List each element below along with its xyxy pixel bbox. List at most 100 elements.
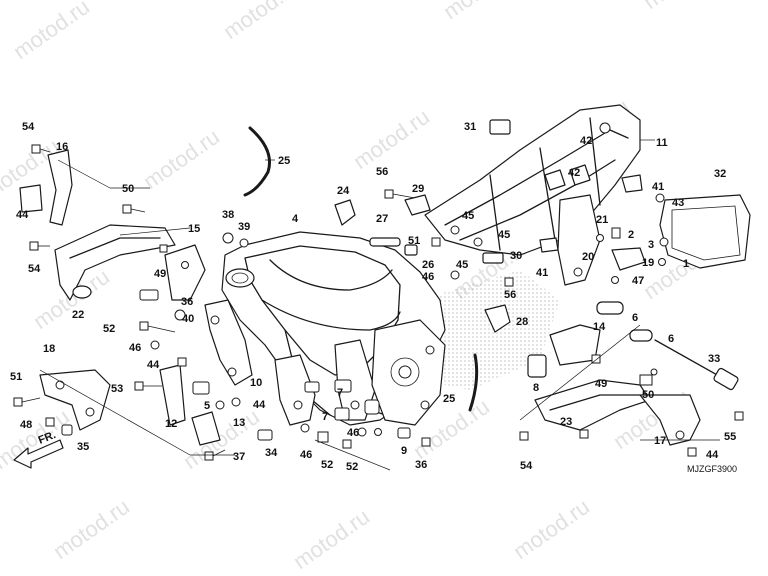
right-footrest-bracket-drawing <box>527 301 739 446</box>
part-label: 21 <box>596 214 608 226</box>
part-label: 23 <box>560 416 572 428</box>
part-label: 33 <box>708 353 720 365</box>
part-label: 51 <box>10 371 22 383</box>
rear-cover-plate-drawing <box>659 194 751 269</box>
watermark-text: motod.ru <box>289 504 374 574</box>
part-label: 28 <box>516 316 528 328</box>
engine-area-shading <box>420 270 560 390</box>
part-label: 55 <box>724 431 736 443</box>
part-label: 32 <box>714 168 726 180</box>
part-label: 49 <box>154 268 166 280</box>
part-label: 56 <box>376 166 388 178</box>
part-label: 20 <box>582 251 594 263</box>
lower-left-bracket-drawing <box>39 364 221 446</box>
part-label: 45 <box>498 229 510 241</box>
part-label: 48 <box>20 419 32 431</box>
part-label: 25 <box>278 155 290 167</box>
part-label: 2 <box>628 229 634 241</box>
part-label: 7 <box>322 411 328 423</box>
part-label: 37 <box>233 451 245 463</box>
part-label: 11 <box>656 137 668 149</box>
part-label: 50 <box>122 183 134 195</box>
part-label: 17 <box>654 435 666 447</box>
part-label: 30 <box>510 250 522 262</box>
watermark-text: motod.ru <box>179 404 264 474</box>
part-label: 12 <box>165 418 177 430</box>
part-label: 36 <box>415 459 427 471</box>
part-label: 7 <box>337 387 343 399</box>
hoses-drawing <box>243 126 479 412</box>
part-label: 15 <box>188 223 200 235</box>
part-label: 45 <box>456 259 468 271</box>
left-footrest-bracket-drawing <box>19 149 206 301</box>
part-label: 18 <box>43 343 55 355</box>
watermark-text: motod.ru <box>49 494 134 564</box>
part-label: 16 <box>56 141 68 153</box>
part-label: 46 <box>129 342 141 354</box>
part-label: 29 <box>412 183 424 195</box>
part-label: 53 <box>111 383 123 395</box>
part-label: 40 <box>182 313 194 325</box>
part-label: 41 <box>652 181 664 193</box>
part-label: 35 <box>77 441 89 453</box>
part-label: 14 <box>593 321 606 333</box>
part-label: 25 <box>443 393 455 405</box>
part-label: 42 <box>580 135 592 147</box>
part-label: 52 <box>321 459 333 471</box>
part-label: 45 <box>462 210 474 222</box>
part-label: 10 <box>250 377 262 389</box>
part-label: 6 <box>668 333 674 345</box>
part-label: 56 <box>504 289 516 301</box>
part-label: 47 <box>632 275 644 287</box>
part-label: 36 <box>181 296 193 308</box>
part-label: 3 <box>648 239 654 251</box>
rear-subframe-drawing <box>424 104 641 286</box>
part-label: 34 <box>265 447 278 459</box>
part-label: 6 <box>632 312 638 324</box>
part-label: 46 <box>422 271 434 283</box>
watermark-text: motod.ru <box>219 0 304 44</box>
watermark-text: motod.ru <box>349 104 434 174</box>
watermark-text: motod.ru <box>9 0 94 64</box>
part-label: 31 <box>464 121 476 133</box>
part-label: 39 <box>238 221 250 233</box>
part-label: 54 <box>520 460 533 472</box>
part-label: 22 <box>72 309 84 321</box>
part-label: 4 <box>292 213 299 225</box>
part-label: 1 <box>683 258 689 270</box>
part-labels: 54 16 44 54 50 15 49 36 22 38 39 40 25 4… <box>10 121 736 473</box>
hardware-drawing <box>13 119 744 461</box>
part-label: 19 <box>642 257 654 269</box>
main-frame-drawing <box>204 231 446 426</box>
part-label: 46 <box>300 449 312 461</box>
watermark-text: motod.ru <box>139 124 224 194</box>
part-label: 44 <box>253 399 266 411</box>
watermark-text: motod.ru <box>439 0 524 24</box>
diagram-code: MJZGF3900 <box>687 464 737 474</box>
part-label: 26 <box>422 259 434 271</box>
part-label: 54 <box>28 263 41 275</box>
part-label: 44 <box>147 359 160 371</box>
part-label: 9 <box>401 445 407 457</box>
part-label: 52 <box>103 323 115 335</box>
part-label: 41 <box>536 267 548 279</box>
part-label: 44 <box>16 209 29 221</box>
part-label: 54 <box>22 121 35 133</box>
part-label: 51 <box>408 235 420 247</box>
part-label: 44 <box>706 449 719 461</box>
watermark-text: motod.ru <box>639 0 724 14</box>
part-label: 5 <box>204 400 210 412</box>
part-label: 43 <box>672 197 684 209</box>
part-label: 52 <box>346 461 358 473</box>
part-label: 24 <box>337 185 350 197</box>
part-label: 42 <box>568 167 580 179</box>
part-label: 50 <box>642 389 654 401</box>
part-label: 8 <box>533 382 539 394</box>
part-label: 38 <box>222 209 234 221</box>
part-label: 13 <box>233 417 245 429</box>
watermark-text: motod.ru <box>509 494 594 564</box>
part-label: 49 <box>595 378 607 390</box>
part-label: 27 <box>376 213 388 225</box>
leader-lines <box>39 139 720 471</box>
